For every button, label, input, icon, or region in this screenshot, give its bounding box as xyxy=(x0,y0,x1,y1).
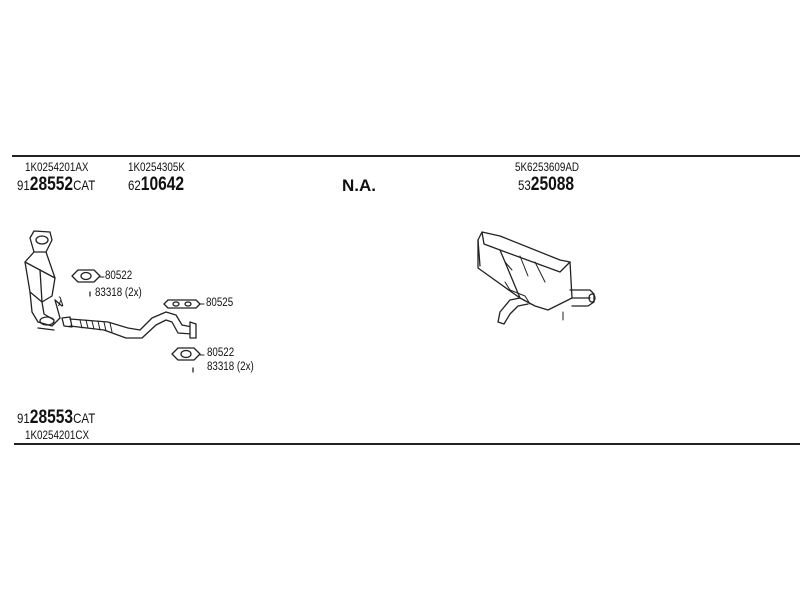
callout-bolt-1: 83318 (2x) xyxy=(95,287,142,299)
oe-number-pipe: 1K0254305K xyxy=(128,160,185,174)
part-suffix: CAT xyxy=(73,177,96,193)
part-prefix: 91 xyxy=(17,177,30,193)
catalytic-converter-drawing xyxy=(24,230,61,331)
part-number-muffler: 5325088 xyxy=(518,174,574,196)
callout-gasket-1: 80522 xyxy=(105,270,133,282)
part-main: 28552 xyxy=(29,174,74,195)
callout-gasket-2: 80525 xyxy=(206,297,234,309)
part-prefix: 62 xyxy=(128,177,141,193)
oe-number-cat2: 1K0254201CX xyxy=(25,428,90,442)
part-number-pipe: 6210642 xyxy=(128,174,184,196)
callout-gasket-3: 80522 xyxy=(207,347,235,359)
not-available-label: N.A. xyxy=(342,176,376,195)
oe-number-muffler: 5K6253609AD xyxy=(515,160,580,174)
part-main: 25088 xyxy=(530,174,575,195)
callout-bolt-3: 83318 (2x) xyxy=(207,361,254,373)
lambda-symbol: λ xyxy=(58,294,64,309)
part-main: 28553 xyxy=(29,407,74,428)
top-divider xyxy=(12,155,800,157)
part-number-cat1: 9128552CAT xyxy=(17,174,95,196)
gasket-1-drawing xyxy=(71,269,101,283)
oe-number-cat1: 1K0254201AX xyxy=(25,160,89,174)
part-prefix: 91 xyxy=(17,410,30,426)
gasket-2-drawing xyxy=(163,299,201,309)
gasket-3-drawing xyxy=(171,347,201,361)
part-prefix: 53 xyxy=(518,177,531,193)
lambda-sensor-line xyxy=(54,299,63,307)
bottom-divider xyxy=(14,443,800,445)
part-suffix: CAT xyxy=(73,410,96,426)
front-pipe-drawing xyxy=(61,311,197,339)
part-main: 10642 xyxy=(140,174,185,195)
rear-muffler-drawing xyxy=(477,231,596,325)
part-number-cat2: 9128553CAT xyxy=(17,407,95,429)
